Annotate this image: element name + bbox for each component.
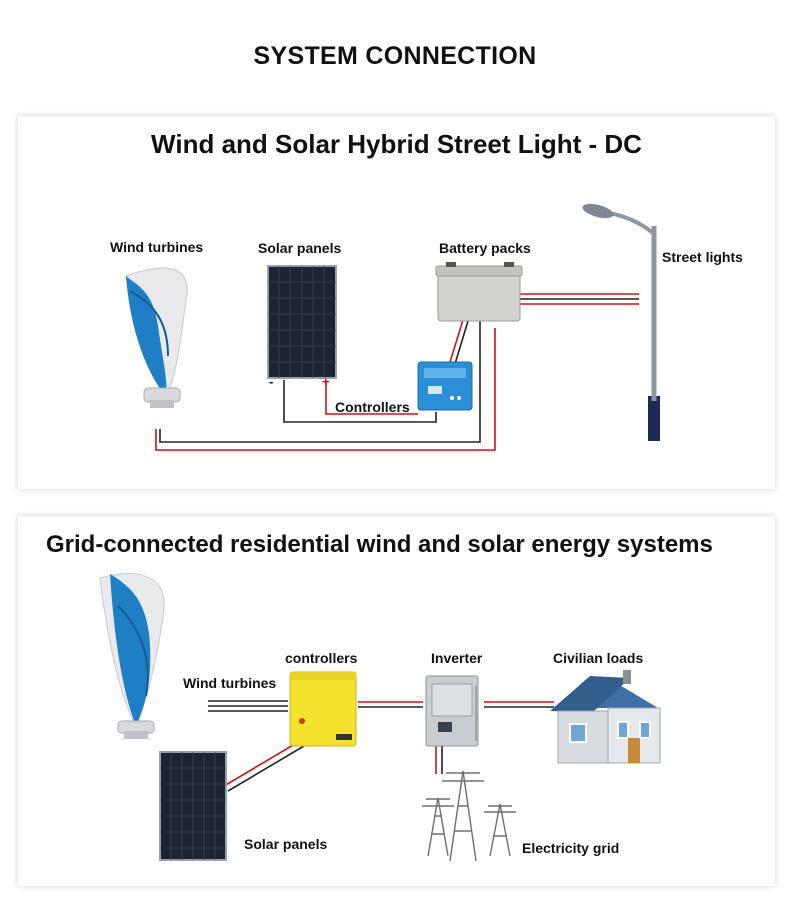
dc-controllers-label: Controllers — [335, 399, 410, 415]
grid-electricity-grid-label: Electricity grid — [522, 840, 620, 856]
house-image — [550, 670, 661, 764]
solar-positive-terminal: + — [322, 374, 330, 389]
grid-controller-image — [289, 671, 357, 747]
dc-street-lights-label: Street lights — [662, 249, 743, 265]
dc-system-panel: Wind and Solar Hybrid Street Light - DC — [18, 116, 775, 489]
grid-system-panel: Grid-connected residential wind and sola… — [18, 516, 775, 886]
dc-system-diagram — [125, 203, 660, 451]
solar-negative-terminal: - — [269, 374, 274, 389]
dc-wiring — [155, 293, 639, 451]
page-title: SYSTEM CONNECTION — [253, 42, 537, 70]
electricity-grid-image — [422, 770, 516, 862]
battery-pack-image — [435, 262, 523, 322]
dc-solar-panels-label: Solar panels — [258, 240, 342, 256]
solar-panel-image — [267, 265, 337, 379]
dc-wind-turbines-label: Wind turbines — [110, 239, 204, 255]
grid-wiring — [208, 700, 554, 792]
grid-inverter-label: Inverter — [431, 650, 483, 666]
grid-solar-panels-label: Solar panels — [244, 836, 328, 852]
inverter-image — [425, 675, 479, 747]
grid-system-diagram — [99, 573, 661, 862]
grid-wind-turbine-image — [99, 573, 165, 739]
dc-battery-packs-label: Battery packs — [439, 240, 531, 256]
grid-solar-panel-image — [159, 751, 227, 861]
grid-wind-turbines-label: Wind turbines — [183, 675, 277, 691]
dc-system-title: Wind and Solar Hybrid Street Light - DC — [151, 129, 642, 159]
controller-image — [417, 361, 473, 411]
grid-controllers-label: controllers — [285, 650, 358, 666]
street-light-image — [582, 203, 660, 441]
grid-civilian-loads-label: Civilian loads — [553, 650, 644, 666]
wind-turbine-image — [125, 267, 188, 408]
grid-system-title: Grid-connected residential wind and sola… — [46, 531, 713, 558]
